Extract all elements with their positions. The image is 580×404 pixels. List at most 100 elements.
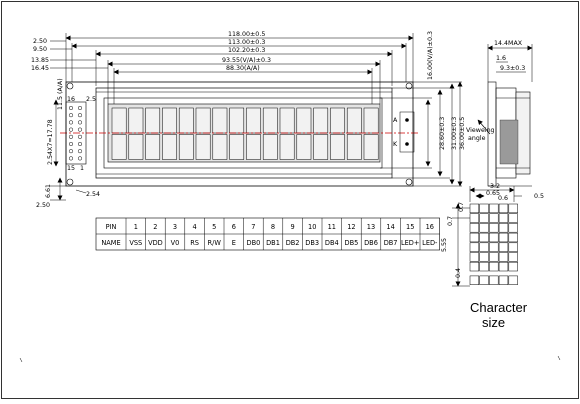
pin-name: VSS <box>129 239 142 247</box>
char-cell <box>178 107 194 134</box>
pin-number: 14 <box>386 223 394 231</box>
pin-name: LED+ <box>401 239 419 247</box>
char-dot <box>508 275 518 285</box>
char-dot <box>498 261 509 272</box>
dim-pitch: 2.54X7=17.78 <box>47 119 54 165</box>
char-dot <box>469 275 480 285</box>
char-cell <box>279 107 295 134</box>
pin-number: 13 <box>367 223 375 231</box>
pin-label-1: 1 <box>80 165 84 172</box>
pin-name: DB0 <box>247 239 261 247</box>
pin-name: DB6 <box>364 239 378 247</box>
pad-a-label: A <box>393 117 398 124</box>
char-cell <box>346 134 362 160</box>
dim-aa-height: 11.5 (A/A) <box>57 78 64 110</box>
pin-hole <box>77 141 83 147</box>
char-dot <box>498 232 509 243</box>
pin-label-2-5: 2.5 <box>86 96 96 103</box>
char-cell <box>178 134 194 160</box>
char-cell <box>212 134 228 160</box>
char-dot <box>489 242 499 252</box>
pin-hole <box>77 120 83 125</box>
char-dim-1: 0.65 <box>486 190 500 197</box>
pin-name: DB4 <box>325 239 339 247</box>
char-cell <box>229 134 245 160</box>
char-cell <box>195 134 211 160</box>
char-cell <box>229 107 245 134</box>
char-cell <box>145 134 161 160</box>
right-dim-lines <box>380 81 463 187</box>
pin-hole <box>77 127 83 132</box>
side-dim-2: 9.3±0.3 <box>500 65 525 72</box>
char-dot <box>469 203 480 214</box>
pin-hole <box>68 113 74 118</box>
character-cells <box>111 107 379 160</box>
char-cell <box>279 134 295 160</box>
char-cell <box>128 134 144 160</box>
char-dot <box>469 213 480 223</box>
char-dot <box>479 275 489 285</box>
pin-number: 16 <box>426 223 434 231</box>
pin-hole <box>68 156 74 161</box>
pin-hole <box>68 149 74 154</box>
dim-right-1: 28.60±0.3 <box>439 117 446 150</box>
character-caption-line-2: size <box>482 315 505 330</box>
pin-table: PINNAME1VSS2VDD3V04RS5R/W6E7DB08DB19DB21… <box>95 217 440 251</box>
pin-number: 3 <box>173 223 177 231</box>
pin-number: 10 <box>308 223 316 231</box>
char-cell <box>330 134 345 160</box>
char-dot <box>498 252 509 262</box>
char-dot <box>508 223 518 233</box>
pin-name: R/W <box>208 239 222 247</box>
char-dim-5: 0.7 <box>458 202 465 212</box>
pin-label-16: 16 <box>67 96 75 103</box>
pin-number: 2 <box>153 223 157 231</box>
pin-name: DB1 <box>266 239 280 247</box>
bezel-lines <box>96 91 392 175</box>
pin-header <box>65 101 87 165</box>
char-dot <box>479 223 489 233</box>
char-cell <box>246 134 261 160</box>
pin-hole <box>77 105 83 111</box>
pin-hole <box>77 134 83 139</box>
char-dot <box>489 223 499 233</box>
dim-bottom-2: 2.54 <box>86 191 100 198</box>
char-dot <box>479 213 489 223</box>
char-dot <box>508 232 518 243</box>
side-view <box>487 44 533 187</box>
dim-bottom-1: 2.50 <box>36 202 50 209</box>
char-dot <box>479 232 489 243</box>
character-dot-grid <box>469 203 518 285</box>
char-dot <box>469 223 480 233</box>
dim-left-0: 2.50 <box>33 38 47 45</box>
char-dot <box>489 275 499 285</box>
char-cell <box>330 107 345 134</box>
pin-hole <box>68 105 74 111</box>
viewing-angle-label-2: angle <box>468 135 486 142</box>
char-dot <box>469 261 480 272</box>
pin-hole <box>68 127 74 132</box>
dim-top-1: 113.00±0.3 <box>228 39 265 46</box>
pin-number: 1 <box>134 223 138 231</box>
char-cell <box>313 107 329 134</box>
char-cell <box>363 107 379 134</box>
char-cell <box>195 107 211 134</box>
dim-right-3: 36.00±0.5 <box>459 117 466 150</box>
char-dim-7: 0.4 <box>455 268 462 278</box>
dim-left-2: 13.85 <box>31 57 49 64</box>
char-cell <box>246 107 261 134</box>
pin-number: 9 <box>290 223 294 231</box>
pin-name: RS <box>190 239 199 247</box>
dim-left-3: 16.45 <box>31 65 49 72</box>
pin-number: 11 <box>328 223 336 231</box>
pin-number: 5 <box>212 223 216 231</box>
led-pads <box>399 111 415 153</box>
char-dot <box>498 275 509 285</box>
char-cell <box>145 107 161 134</box>
char-dot <box>479 242 489 252</box>
character-caption-line-1: Character <box>470 300 528 315</box>
char-cell <box>262 107 278 134</box>
bottom-left-dim-lines <box>50 177 87 201</box>
viewing-angle-arrow <box>477 119 491 135</box>
